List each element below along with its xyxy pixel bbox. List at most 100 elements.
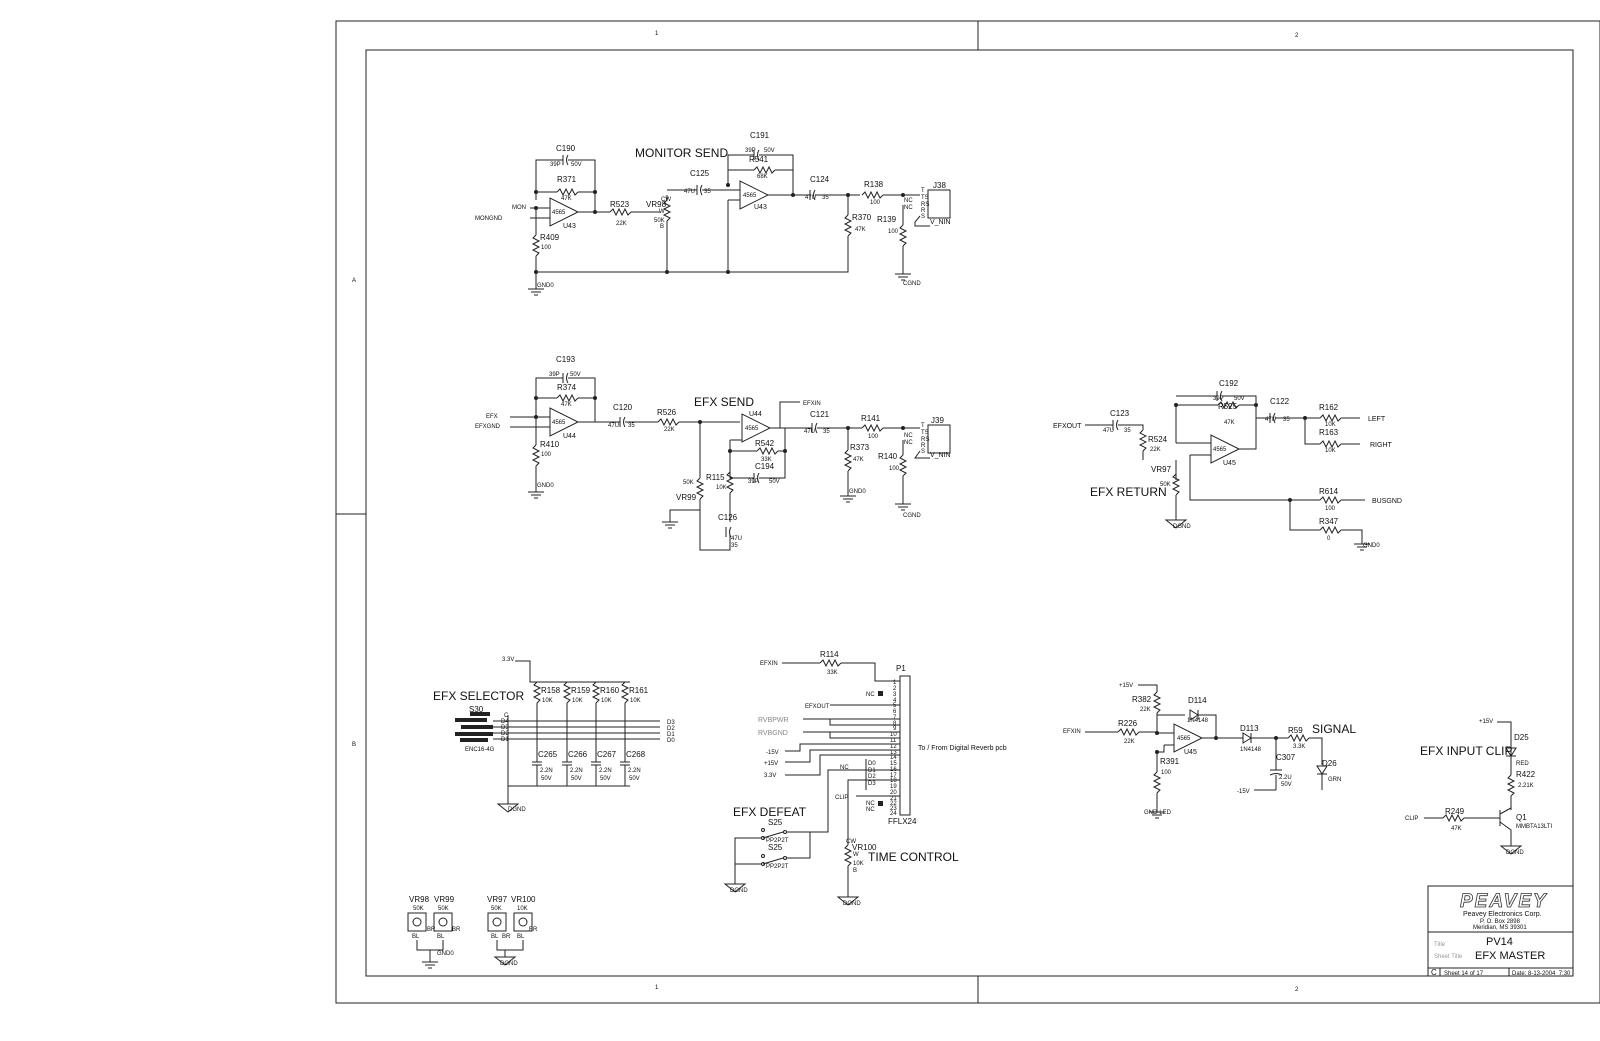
r614-value: 100 — [1325, 506, 1336, 512]
efxout-net-p1: EFXOUT — [805, 704, 830, 710]
section-title-efx-return: EFX RETURN — [1090, 485, 1167, 499]
r526-value: 22K — [664, 427, 675, 433]
pot-vr98-bl: BL — [412, 934, 420, 940]
size-value: C — [1431, 968, 1437, 977]
u43b-type: 4565 — [743, 193, 757, 199]
p1-pin-4: 4 — [893, 698, 897, 704]
r382-label: R382 — [1132, 695, 1152, 704]
r542-value: 33K — [761, 457, 772, 463]
vr100-w: W — [853, 852, 859, 858]
gnd-led-label: GND-LED — [1144, 810, 1172, 816]
zone-left-a: A — [352, 278, 356, 284]
busgnd-net: BUSGND — [1372, 498, 1402, 505]
sel-out-d3: D3 — [667, 720, 675, 726]
c190-voltage: 50V — [571, 162, 582, 168]
rvbgnd-net: RVBGND — [758, 730, 788, 737]
enc-part: ENC16-4G — [465, 747, 495, 753]
r373-value: 47K — [853, 457, 864, 463]
u44b-type: 4565 — [745, 426, 759, 432]
vr97-label: VR97 — [1151, 465, 1172, 474]
p1-pin-17: 17 — [890, 773, 897, 779]
r115-value: 10K — [716, 485, 727, 491]
r158-label: R158 — [541, 686, 561, 695]
c194-label: C194 — [755, 462, 775, 471]
d114-label: D114 — [1188, 696, 1207, 705]
left-net: LEFT — [1368, 416, 1386, 423]
c125-value: 47U — [684, 189, 695, 195]
p15-p1: +15V — [764, 761, 778, 767]
c122-voltage: 35 — [1283, 417, 1290, 423]
j39-t: T — [921, 423, 925, 429]
n15-signal: -15V — [1237, 789, 1250, 795]
j39-s: S — [921, 449, 925, 455]
encoder-body — [455, 712, 493, 742]
pot-vr97-label: VR97 — [487, 895, 508, 904]
c120-label: C120 — [613, 403, 633, 412]
c265-label: C265 — [538, 750, 558, 759]
r249-value: 47K — [1451, 826, 1462, 832]
d3-p1: D3 — [868, 781, 876, 787]
r141-value: 100 — [868, 434, 879, 440]
section-title-time-control: TIME CONTROL — [868, 850, 959, 864]
r159-label: R159 — [571, 686, 591, 695]
r524-label: R524 — [1148, 435, 1168, 444]
c124-label: C124 — [810, 175, 830, 184]
c307-voltage: 50V — [1281, 782, 1292, 788]
enc-d1: D1 — [501, 737, 509, 743]
r391-label: R391 — [1160, 757, 1180, 766]
v-nin-monitor: V_NIN — [930, 219, 951, 226]
c192-label: C192 — [1219, 379, 1239, 388]
p1-label: P1 — [896, 664, 906, 673]
section-title-efx-input-clip: EFX INPUT CLIP — [1420, 744, 1512, 758]
cgnd-efxsend: CGND — [903, 513, 921, 519]
sheet-title-value: EFX MASTER — [1475, 950, 1545, 962]
signal-circuit: SIGNAL +15V R382 22K EFXIN R226 22K 4565… — [1063, 683, 1356, 819]
p1-pin-1: 1 — [893, 680, 897, 686]
p1-pin-10: 10 — [890, 732, 897, 738]
q1-value: MMBTA13LTI — [1516, 824, 1552, 830]
pot-vr98-br: BR — [427, 927, 436, 933]
vr98-b: B — [660, 224, 664, 230]
p1-connector-circuit: EFXIN R114 33K P1 1 2 3 4 5 6 7 8 9 10 1… — [758, 650, 1007, 828]
efx-input-clip-circuit: EFX INPUT CLIP +15V D25 RED R422 2.21K C… — [1405, 719, 1552, 856]
p1-pin-6: 6 — [893, 709, 897, 715]
title-value: PV14 — [1486, 936, 1513, 948]
gnd0-efxsend-2: GND0 — [849, 489, 866, 495]
c267-value: 2.2N — [599, 768, 612, 774]
r249-label: R249 — [1445, 807, 1465, 816]
c191-value: 39P — [745, 148, 756, 154]
u45-label-return: U45 — [1223, 460, 1236, 467]
r526-label: R526 — [657, 408, 677, 417]
enc-d4: D4 — [501, 719, 509, 725]
ffl-part: FFLX24 — [888, 817, 917, 826]
c123-voltage: 35 — [1124, 428, 1131, 434]
vr98-label: VR98 — [646, 200, 667, 209]
p1-pin-22: 22 — [890, 801, 897, 807]
zone-left-b: B — [352, 742, 356, 748]
r162-label: R162 — [1319, 403, 1339, 412]
pot-vr98-value: 50K — [413, 906, 424, 912]
d2-p1: D2 — [868, 774, 876, 780]
date-value: Date: 8-13-2004_7:30 — [1512, 971, 1571, 977]
p1-pin-8: 8 — [893, 721, 897, 727]
d25-red: RED — [1516, 761, 1529, 767]
u43a-label: U43 — [563, 223, 576, 230]
selector-pullups — [533, 681, 629, 739]
c123-label: C123 — [1110, 409, 1130, 418]
r162-value: 10K — [1325, 422, 1336, 428]
r371-value: 47K — [561, 196, 572, 202]
r422-value: 2.21K — [1518, 783, 1534, 789]
r226-value: 22K — [1124, 739, 1135, 745]
company-name: Peavey Electronics Corp. — [1463, 911, 1542, 918]
efx-send-circuit: EFX SEND C193 39P 50V R374 47K 4565 U44 … — [475, 355, 951, 551]
c267-voltage: 50V — [600, 776, 611, 782]
r138-value: 100 — [870, 200, 881, 206]
u45-type-signal: 4565 — [1177, 736, 1191, 742]
nc-p1-d: NC — [866, 807, 875, 813]
c125-voltage: 35 — [704, 189, 711, 195]
j38-label: J38 — [933, 181, 946, 190]
c268-label: C268 — [626, 750, 646, 759]
efx-selector-circuit: EFX SELECTOR S30 3.3V ENC16-4G C D4 D3 D… — [433, 657, 675, 813]
